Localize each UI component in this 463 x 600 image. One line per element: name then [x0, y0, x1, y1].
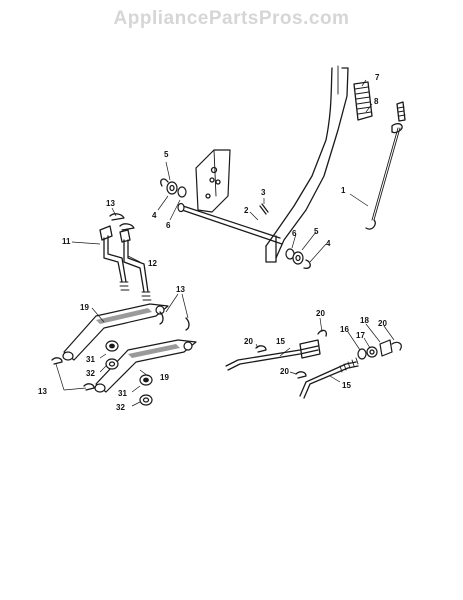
- callout-19-lower: 19: [160, 373, 169, 382]
- callout-6-right: 6: [292, 229, 297, 238]
- callout-4-right: 4: [326, 239, 331, 248]
- watermark: AppliancePartsPros.com: [113, 8, 350, 29]
- callout-31-upper: 31: [86, 355, 95, 364]
- hairpin-clip-upper: [109, 213, 135, 231]
- callout-1: 1: [341, 186, 346, 195]
- cross-shaft: [177, 202, 283, 245]
- lift-rod: [365, 101, 406, 230]
- callout-12: 12: [148, 259, 157, 268]
- callout-5-right: 5: [314, 227, 319, 236]
- lift-lever: [265, 65, 349, 263]
- right-bushings: [285, 248, 311, 269]
- callout-15-lower: 15: [342, 381, 351, 390]
- callout-labels: 7 8 1 5 3 2 4 6 6 5 4 13 11 12 13 19 31 …: [38, 73, 387, 412]
- callout-15-upper: 15: [276, 337, 285, 346]
- callout-2: 2: [244, 206, 249, 215]
- callout-13-right: 13: [176, 285, 185, 294]
- lift-link-11: [99, 225, 130, 291]
- callout-20-b: 20: [244, 337, 253, 346]
- mounting-plate: [195, 149, 231, 213]
- lift-arm-lower: [94, 339, 197, 393]
- callout-4-left: 4: [152, 211, 157, 220]
- lift-link-12: [119, 229, 152, 301]
- callout-17: 17: [356, 331, 365, 340]
- callout-11: 11: [62, 237, 71, 246]
- callout-20-c: 20: [280, 367, 289, 376]
- callout-7: 7: [375, 73, 380, 82]
- left-bushings: [160, 178, 187, 198]
- callout-13-top: 13: [106, 199, 115, 208]
- callout-8: 8: [374, 97, 379, 106]
- callout-19-upper: 19: [80, 303, 89, 312]
- callout-31-lower: 31: [118, 389, 127, 398]
- callout-5-left: 5: [164, 150, 169, 159]
- callout-20-d: 20: [378, 319, 387, 328]
- leader-lines: [55, 79, 395, 407]
- callout-13-left: 13: [38, 387, 47, 396]
- bushings-31-32: [105, 340, 153, 406]
- lift-arm-upper: [62, 303, 169, 361]
- callout-16: 16: [340, 325, 349, 334]
- callout-32-upper: 32: [86, 369, 95, 378]
- deck-rod-upper: [225, 329, 328, 371]
- callout-6-left: 6: [166, 221, 171, 230]
- callout-18: 18: [360, 316, 369, 325]
- deck-rod-lower: [299, 357, 359, 399]
- handle-grip: [353, 81, 373, 121]
- spring-pin: [259, 203, 269, 215]
- trunnion-assembly: [357, 339, 402, 360]
- callout-20-a: 20: [316, 309, 325, 318]
- callout-32-lower: 32: [116, 403, 125, 412]
- hairpin-clip-lower: [51, 311, 190, 391]
- callout-3: 3: [261, 188, 266, 197]
